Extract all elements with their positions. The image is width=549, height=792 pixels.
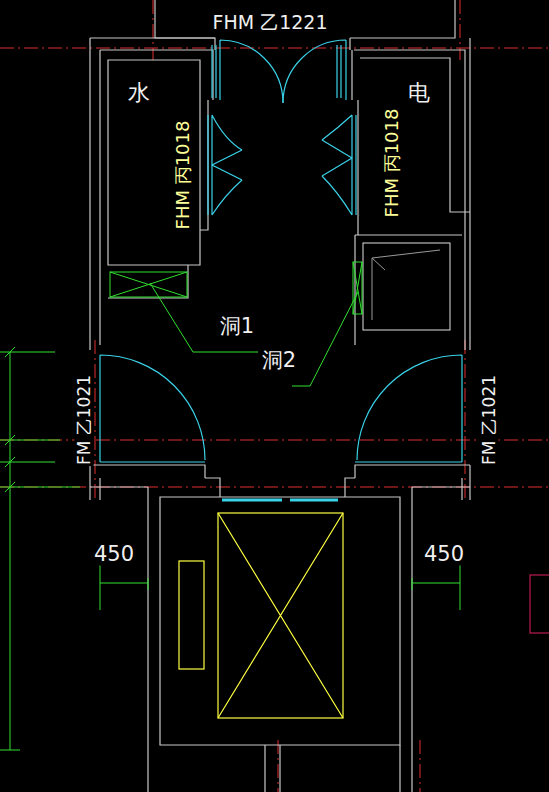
- door-label: FM 乙1021: [480, 374, 499, 466]
- electric-room: 电: [360, 58, 450, 212]
- door-label: FHM 丙1018: [382, 108, 402, 219]
- opening-label: 洞2: [261, 349, 297, 372]
- room-name: 水: [128, 82, 150, 104]
- door-label: FHM 丙1018: [173, 120, 193, 231]
- door-label: FHM 乙1221: [211, 12, 328, 33]
- dimension: 450: [423, 543, 465, 566]
- door-label: FM 乙1021: [75, 374, 94, 466]
- opening-label: 洞1: [219, 315, 255, 338]
- dimension: 450: [93, 543, 135, 566]
- room-name: 电: [408, 82, 430, 104]
